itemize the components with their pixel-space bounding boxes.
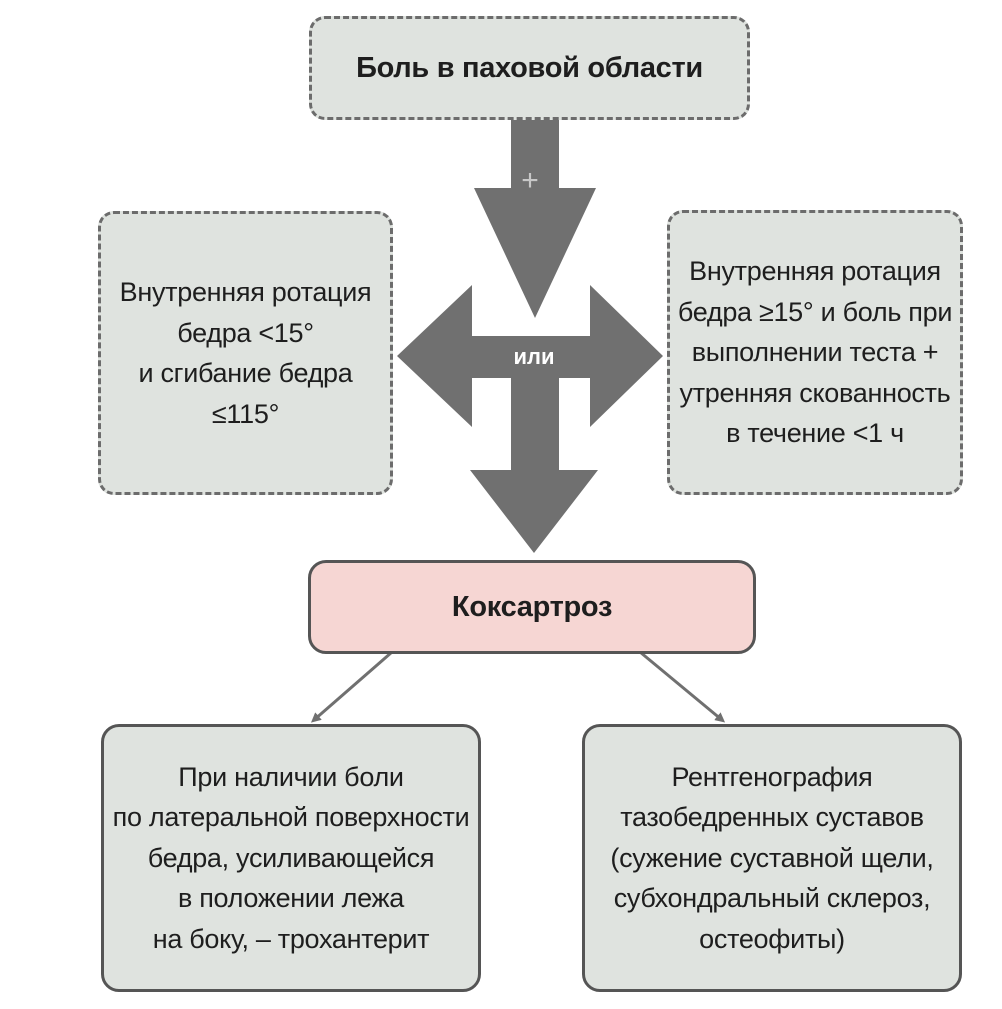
bottom-right-line-3: (сужение суставной щели,: [610, 842, 934, 873]
right-criteria-text: Внутренняя ротация бедра ≥15° и боль при…: [677, 251, 953, 454]
radiography-box: Рентгенография тазобедренных суставов (с…: [582, 724, 962, 992]
connector-right: [639, 650, 726, 723]
groin-pain-box: Боль в паховой области: [309, 16, 750, 120]
trochanteritis-text: При наличии боли по латеральной поверхно…: [113, 757, 470, 960]
bottom-right-line-4: субхондральный склероз,: [613, 883, 931, 914]
left-line-3: и сгибание бедра: [138, 358, 353, 388]
bottom-right-line-1: Рентгенография: [671, 761, 873, 792]
cross-arrow: [397, 285, 663, 553]
left-line-2: бедра <15°: [177, 317, 314, 348]
groin-pain-title: Боль в паховой области: [356, 51, 703, 84]
left-criteria-box: Внутренняя ротация бедра <15° и сгибание…: [98, 211, 393, 495]
connector-left: [310, 650, 393, 723]
left-line-1: Внутренняя ротация: [119, 277, 372, 307]
right-criteria-box: Внутренняя ротация бедра ≥15° и боль при…: [667, 210, 963, 495]
right-line-1: Внутренняя ротация: [689, 256, 941, 287]
plus-sign: +: [521, 164, 539, 197]
bottom-left-line-4: в положении лежа: [177, 883, 405, 914]
right-line-3: выполнении теста +: [691, 337, 939, 368]
trochanteritis-box: При наличии боли по латеральной поверхно…: [101, 724, 481, 992]
right-line-2: бедра ≥15° и боль при: [677, 296, 953, 327]
bottom-left-line-2: по латеральной поверхности: [112, 802, 470, 833]
bottom-right-line-5: остеофиты): [699, 923, 845, 954]
bottom-left-line-3: бедра, усиливающейся: [147, 842, 435, 873]
coxarthrosis-box: Коксартроз: [308, 560, 756, 654]
bottom-right-line-2: тазобедренных суставов: [620, 802, 924, 833]
down-arrow-top: [474, 118, 596, 318]
or-label: или: [513, 344, 554, 369]
radiography-text: Рентгенография тазобедренных суставов (с…: [610, 757, 933, 960]
left-criteria-text: Внутренняя ротация бедра <15° и сгибание…: [120, 272, 372, 434]
left-line-4: ≤115°: [211, 398, 280, 429]
right-line-4: утренняя скованность: [679, 377, 951, 408]
coxarthrosis-title: Коксартроз: [451, 590, 613, 623]
bottom-left-line-1: При наличии боли: [178, 761, 404, 792]
bottom-left-line-5: на боку, – трохантерит: [152, 923, 430, 954]
right-line-5: в течение <1 ч: [726, 418, 904, 449]
